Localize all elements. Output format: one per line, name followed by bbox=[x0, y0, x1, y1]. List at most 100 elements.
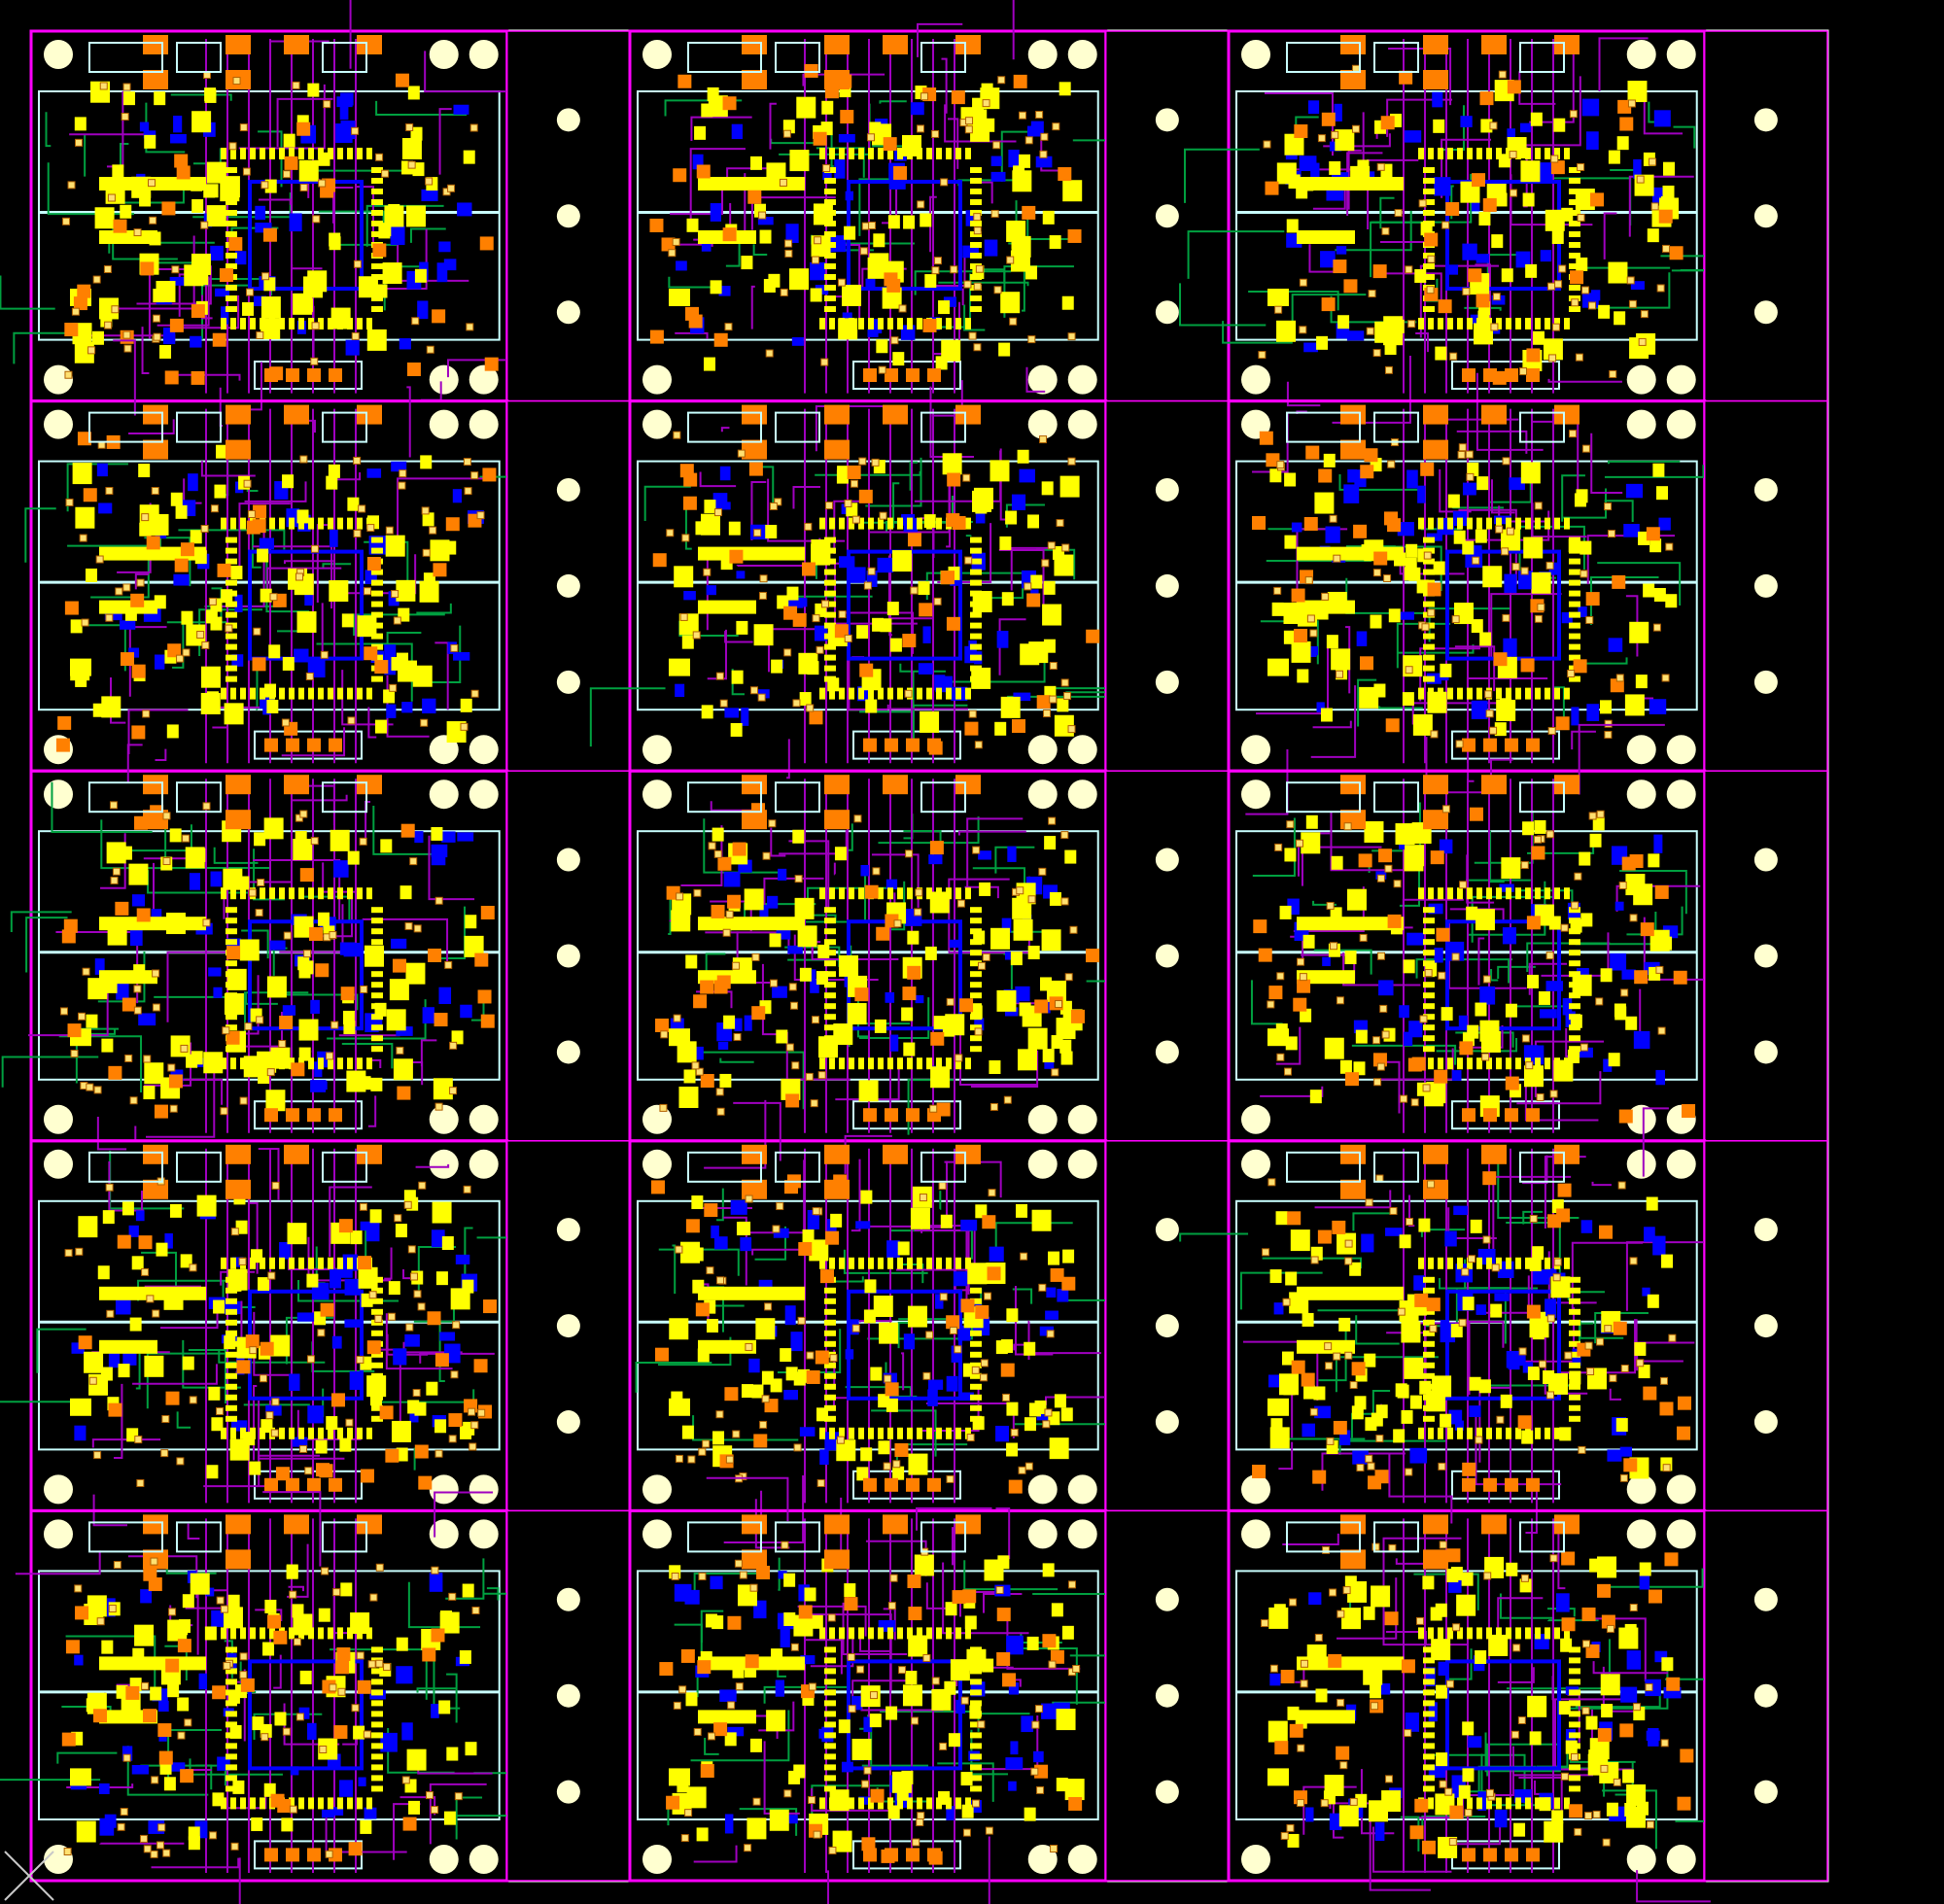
trace-purple bbox=[66, 1783, 134, 1789]
via bbox=[332, 1588, 341, 1597]
bottom-copper-pad bbox=[767, 895, 779, 909]
top-copper-pad bbox=[1375, 1404, 1388, 1419]
bottom-copper-pad bbox=[1503, 638, 1517, 657]
via bbox=[1461, 1267, 1470, 1276]
via bbox=[1018, 1466, 1026, 1474]
via bbox=[920, 92, 928, 101]
trace-green bbox=[353, 613, 445, 637]
ic-pin-pad bbox=[366, 887, 372, 900]
top-copper-pad bbox=[1529, 1257, 1542, 1271]
rail-tooling-hole bbox=[1155, 573, 1179, 598]
top-copper-pad bbox=[396, 1637, 408, 1651]
ic-pin-pad bbox=[878, 1257, 884, 1269]
via bbox=[1359, 933, 1368, 942]
test-pad bbox=[1068, 1796, 1083, 1811]
trace-green bbox=[1526, 942, 1611, 973]
connector-pad bbox=[885, 738, 898, 752]
silkscreen-box bbox=[322, 1151, 367, 1183]
connector-pad bbox=[885, 368, 898, 382]
ic-pin-pad bbox=[1423, 643, 1435, 650]
via bbox=[1064, 973, 1073, 982]
via bbox=[722, 928, 731, 937]
ic-pin-pad bbox=[970, 1330, 982, 1336]
ic-pin-pad bbox=[1569, 1035, 1580, 1042]
bottom-copper-pad bbox=[995, 1425, 1010, 1442]
via bbox=[162, 857, 171, 866]
via bbox=[1376, 1062, 1385, 1071]
header-pad bbox=[284, 1514, 309, 1535]
ic-pin-pad bbox=[1418, 318, 1424, 329]
top-copper-pad bbox=[1285, 1271, 1298, 1286]
top-copper-pad bbox=[1320, 708, 1333, 722]
ic-pin-pad bbox=[371, 907, 383, 914]
via bbox=[399, 469, 407, 478]
ic-pin-pad bbox=[371, 569, 383, 575]
top-copper-pad bbox=[190, 530, 202, 544]
silkscreen-box bbox=[920, 1521, 966, 1553]
connector-pad bbox=[264, 368, 278, 382]
ic-pin-pad bbox=[849, 1627, 854, 1640]
trace-green bbox=[1436, 1038, 1518, 1053]
via bbox=[1604, 502, 1613, 511]
trace-purple bbox=[238, 1857, 241, 1904]
trace-purple bbox=[253, 1311, 299, 1376]
via bbox=[122, 83, 131, 91]
test-pad bbox=[902, 634, 917, 648]
via bbox=[715, 1410, 724, 1419]
via bbox=[1309, 1407, 1318, 1416]
header-pad bbox=[284, 404, 309, 425]
silkscreen-frame bbox=[1235, 1199, 1698, 1451]
ic-pin-pad bbox=[965, 687, 971, 700]
test-pad bbox=[83, 488, 97, 502]
ic-pin-pad bbox=[226, 1711, 237, 1717]
top-copper-pad bbox=[76, 1820, 96, 1843]
bottom-copper-pad bbox=[253, 295, 267, 307]
top-copper-pad bbox=[979, 882, 991, 896]
ic-pin-pad bbox=[955, 1257, 961, 1269]
trace-green bbox=[719, 1057, 754, 1063]
top-copper-pad bbox=[1647, 228, 1659, 243]
via bbox=[1003, 1095, 1012, 1104]
top-copper-pad bbox=[128, 863, 149, 885]
top-copper-pad bbox=[359, 1076, 371, 1090]
via bbox=[401, 1776, 410, 1784]
via bbox=[230, 1842, 239, 1851]
via bbox=[1482, 1235, 1491, 1244]
bottom-copper-pad bbox=[1347, 468, 1358, 483]
bottom-copper-pad bbox=[282, 1005, 296, 1016]
via bbox=[1351, 124, 1360, 133]
ic-pin-pad bbox=[279, 517, 285, 530]
ic-pin-pad bbox=[970, 982, 982, 988]
via bbox=[672, 237, 680, 246]
ic-pin-pad bbox=[907, 1797, 913, 1810]
via bbox=[783, 1789, 792, 1798]
top-copper-pad bbox=[817, 944, 830, 958]
mounting-hole bbox=[642, 40, 672, 69]
connector-pad bbox=[1462, 368, 1475, 382]
ic-pin-pad bbox=[824, 1775, 836, 1782]
top-copper-pad bbox=[972, 1416, 985, 1431]
top-copper-pad bbox=[1364, 820, 1384, 843]
bottom-copper-pad bbox=[778, 868, 787, 881]
via bbox=[1377, 952, 1386, 960]
trace-purple bbox=[1529, 52, 1575, 123]
top-copper-pad bbox=[942, 453, 962, 475]
header-pad bbox=[955, 404, 981, 425]
ic-pin-pad bbox=[970, 1035, 982, 1042]
test-pad bbox=[1358, 853, 1372, 868]
top-copper-pad bbox=[677, 1779, 689, 1793]
via bbox=[1547, 726, 1556, 735]
top-copper-pad bbox=[858, 1080, 879, 1102]
via bbox=[1652, 623, 1661, 632]
test-pad bbox=[1378, 848, 1393, 863]
trace-purple bbox=[1332, 1799, 1344, 1839]
test-pad bbox=[131, 725, 146, 740]
bottom-copper-pad bbox=[135, 1210, 145, 1222]
test-pad bbox=[838, 74, 852, 88]
connector-pad bbox=[307, 1477, 321, 1492]
top-copper-pad bbox=[410, 126, 423, 141]
trace-green bbox=[370, 1389, 475, 1403]
header-pad bbox=[824, 439, 850, 460]
